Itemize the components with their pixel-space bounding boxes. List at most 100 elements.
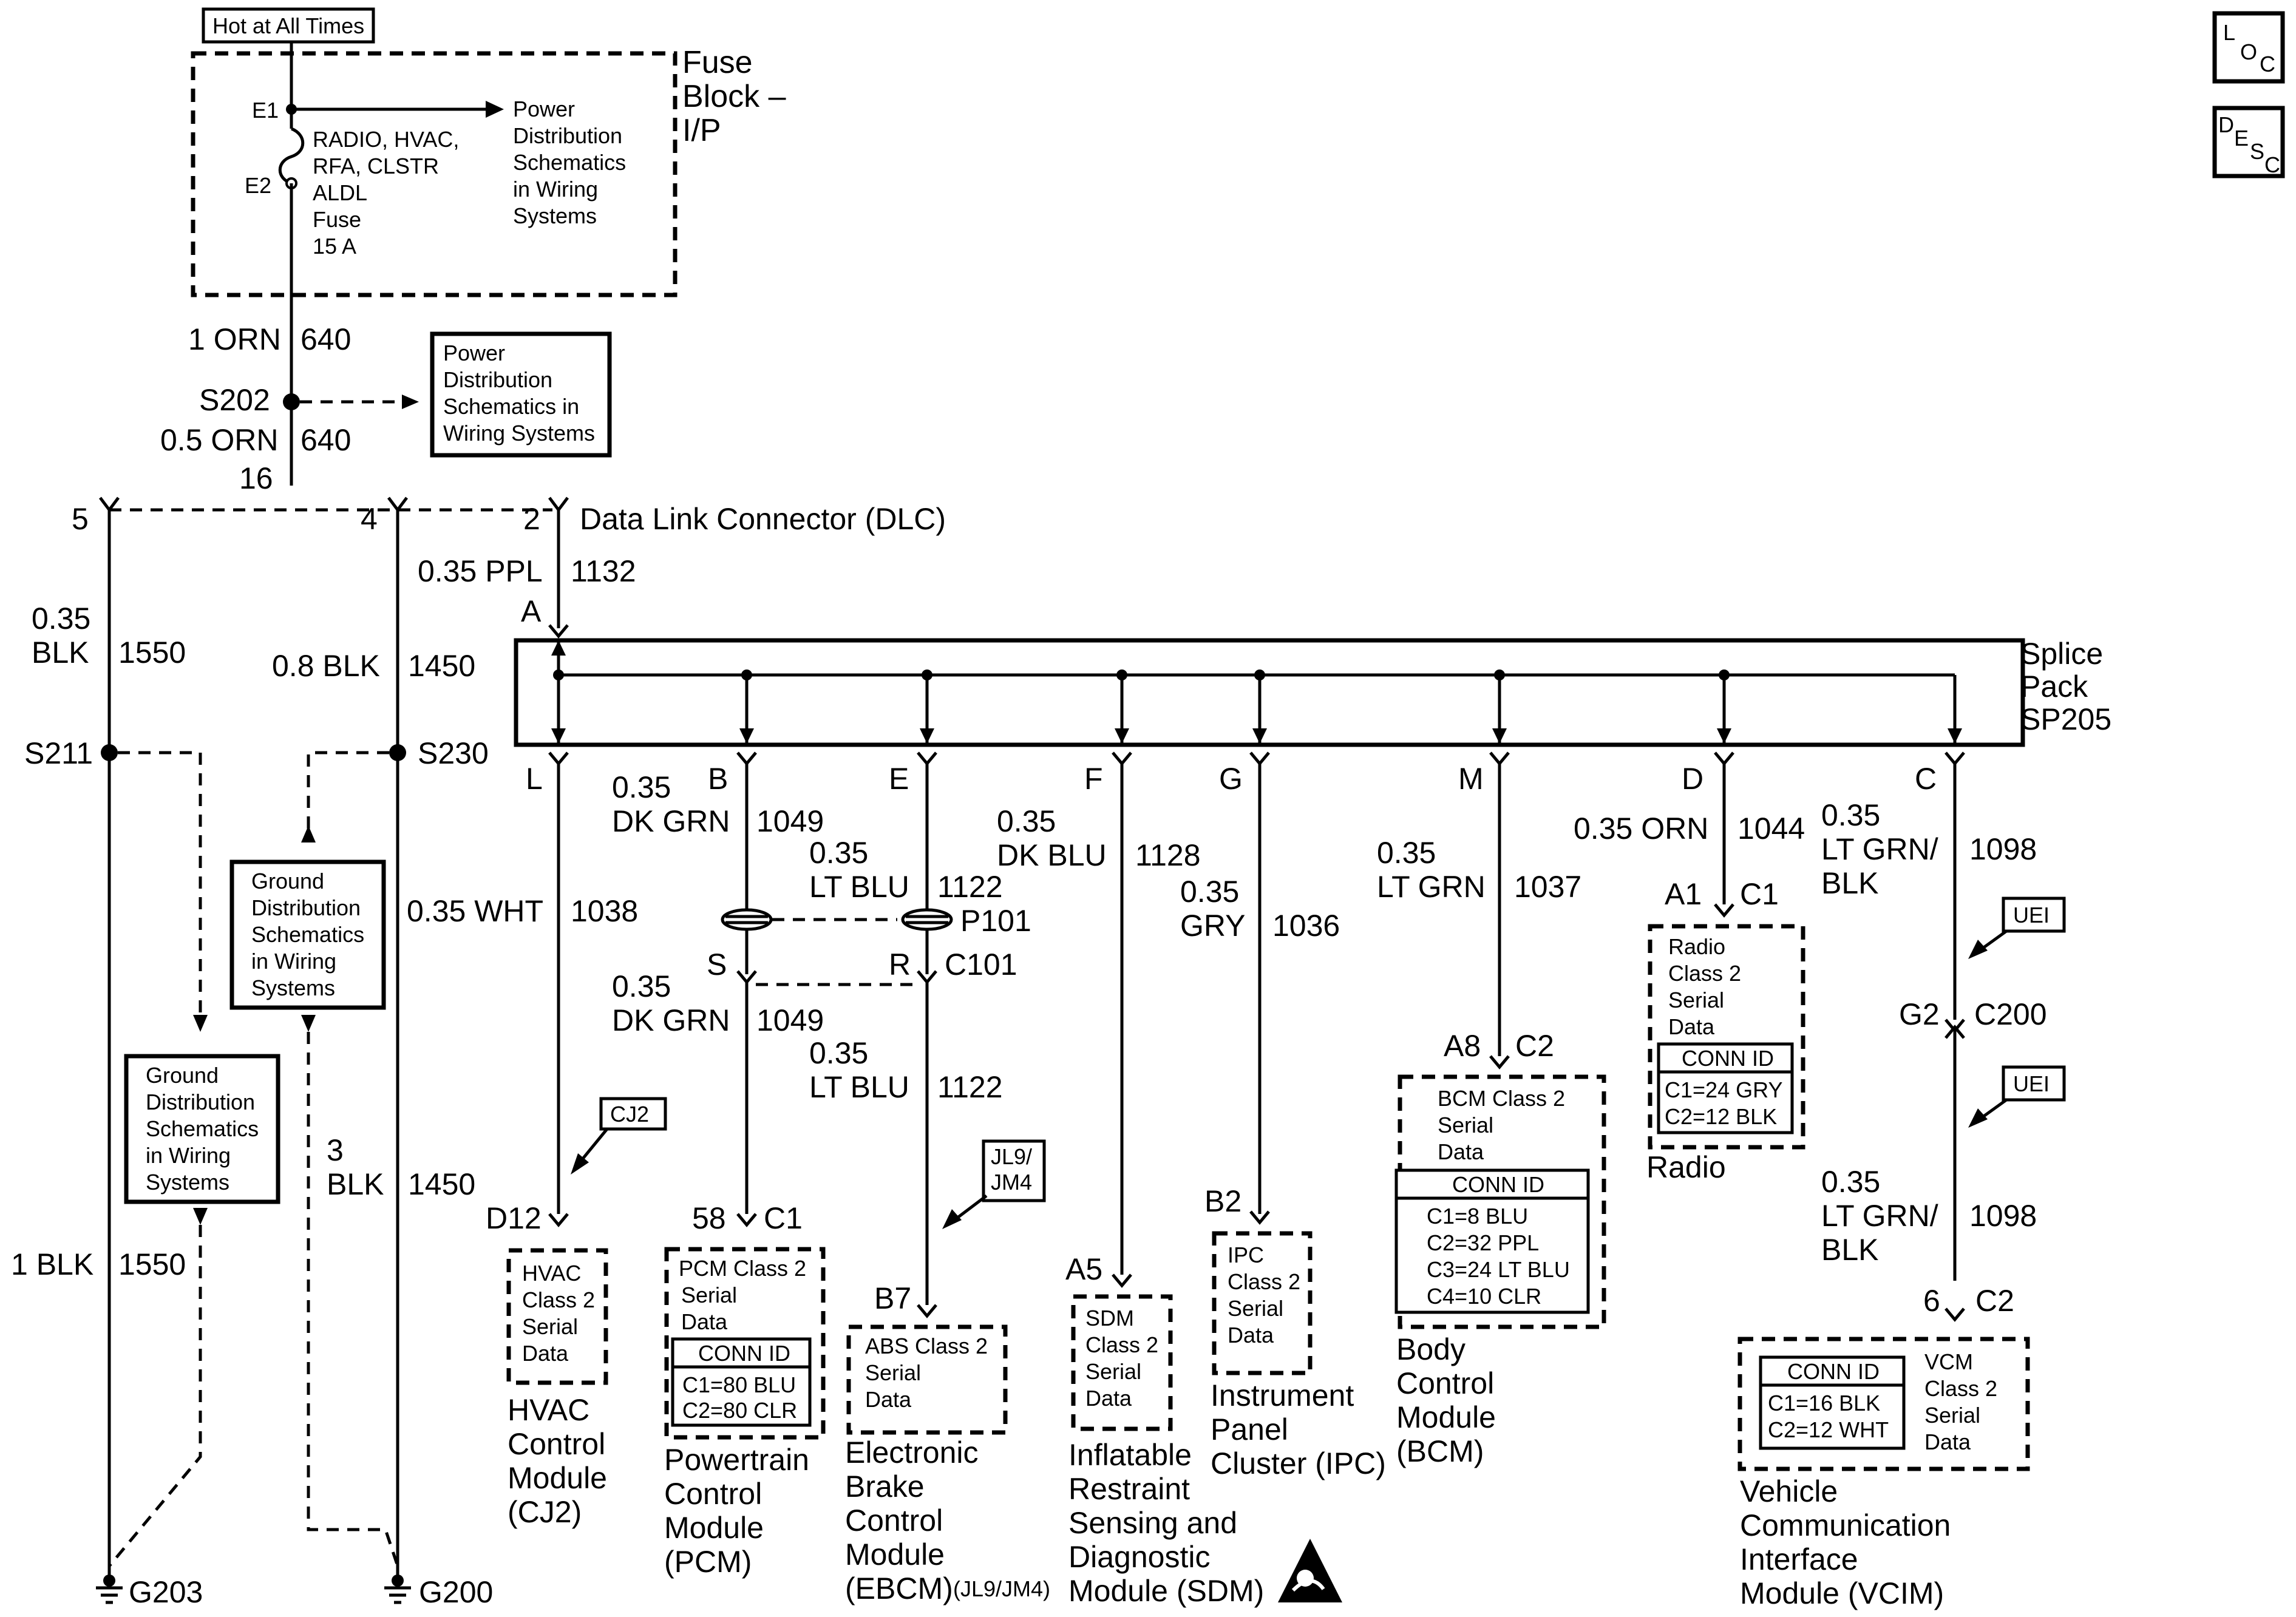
svg-text:CONN ID: CONN ID [698, 1341, 790, 1366]
wire-circuit: 1122 [937, 1070, 1003, 1104]
radio-module-box [1648, 924, 1805, 1150]
svg-text:Serial: Serial [865, 1360, 921, 1385]
svg-text:Class 2: Class 2 [1228, 1269, 1300, 1294]
svg-text:E: E [2234, 126, 2249, 151]
pin-f: F [1084, 762, 1103, 796]
svg-text:Ground: Ground [146, 1063, 219, 1088]
pin-s: S [707, 947, 727, 981]
wire-circuit: 1037 [1514, 870, 1581, 904]
wire-circuit: 1098 [1969, 832, 2037, 866]
connector-c1: C1 [1740, 877, 1779, 911]
desc-button[interactable]: D E S C [2212, 106, 2285, 178]
ipc-circuit: 0.35 GRY 1036 B2 IPC Class 2 Serial Data… [1180, 764, 1386, 1480]
module-name: Sensing and [1068, 1506, 1237, 1540]
fuse-block-title: Block – [682, 79, 786, 114]
wire-label: 0.35 [1821, 1165, 1880, 1199]
svg-text:Distribution: Distribution [251, 895, 361, 920]
wire-label: 0.35 PPL [418, 554, 543, 588]
splice-pack-label: Pack [2020, 670, 2088, 703]
wire-circuit: 640 [301, 423, 351, 457]
module-name: Control [508, 1427, 605, 1461]
e2-label: E2 [245, 173, 271, 198]
svg-text:Class 2: Class 2 [522, 1287, 595, 1312]
svg-text:JL9/: JL9/ [991, 1144, 1032, 1169]
fuse-label: 15 A [313, 234, 356, 259]
pcm-circuit: 0.35 DK GRN 1049 S 0.35 DK GRN 1049 58 C… [612, 764, 918, 1579]
svg-text:IPC: IPC [1228, 1242, 1264, 1267]
module-name: HVAC [508, 1393, 589, 1427]
ebcm-circuit: 0.35 LT BLU 1122 P101 R C101 0.35 LT BLU… [809, 764, 1050, 1605]
ebcm-module-box [846, 1324, 1008, 1435]
pin-m: M [1458, 762, 1484, 796]
bcm-module-box [1398, 1074, 1606, 1329]
wire-circuit: 640 [301, 322, 351, 356]
svg-text:Class 2: Class 2 [1924, 1376, 1997, 1401]
hot-at-all-times-box [202, 7, 375, 44]
pin-b: B [708, 762, 728, 796]
svg-text:Serial: Serial [1668, 988, 1724, 1012]
module-name: Communication [1740, 1508, 1951, 1542]
pcm-module-box [664, 1247, 826, 1440]
pin-a1: A1 [1665, 877, 1702, 911]
wire-label: BLK [327, 1167, 384, 1201]
svg-text:Distribution: Distribution [146, 1090, 255, 1114]
pin-c: C [1915, 762, 1937, 796]
wire-label: GRY [1180, 909, 1245, 943]
wire-circuit: 1098 [1969, 1199, 2037, 1233]
svg-text:Data: Data [1228, 1323, 1274, 1348]
module-name: Module [508, 1461, 607, 1495]
wire-circuit: 1122 [937, 870, 1003, 904]
svg-text:C2=12 WHT: C2=12 WHT [1768, 1417, 1889, 1442]
wire-label: 0.35 [809, 836, 868, 870]
pin-l: L [526, 762, 543, 796]
ground-icon [96, 1575, 123, 1604]
module-name: Panel [1211, 1412, 1288, 1446]
svg-text:C: C [2260, 52, 2275, 76]
svg-text:C2=80 CLR: C2=80 CLR [682, 1398, 797, 1423]
s202-dot [283, 393, 300, 410]
module-name: Module [664, 1511, 764, 1545]
wire-label: DK GRN [612, 804, 730, 838]
module-name: Module (VCIM) [1740, 1576, 1944, 1610]
svg-text:C1=80 BLU: C1=80 BLU [682, 1372, 796, 1397]
pin-6: 6 [1923, 1284, 1940, 1318]
wire-circuit: 1132 [571, 554, 636, 588]
wire-label: LT BLU [809, 1070, 909, 1104]
svg-text:Wiring Systems: Wiring Systems [443, 421, 595, 446]
connector-c2: C2 [1515, 1029, 1554, 1063]
hvac-circuit: 0.35 WHT 1038 CJ2 D12 HVAC Class 2 Seria… [407, 764, 667, 1529]
vcim-circuit: 0.35 LT GRN/ BLK 1098 UEI G2 C200 UEI 0.… [1737, 764, 2066, 1610]
pin-g: G [1219, 762, 1243, 796]
svg-text:HVAC: HVAC [522, 1261, 581, 1286]
loc-button[interactable]: L O C [2212, 11, 2285, 84]
module-name: Electronic [845, 1436, 979, 1470]
sdm-module-box [1071, 1294, 1173, 1431]
c101-label: C101 [945, 947, 1017, 981]
wire-label: 0.35 [1180, 875, 1239, 909]
sdm-circuit: 0.35 DK BLU 1128 A5 SDM Class 2 Serial D… [997, 764, 1342, 1608]
module-name: Module [845, 1537, 945, 1571]
fuse-block-border [191, 51, 678, 297]
wire-label: 0.35 [612, 969, 671, 1003]
svg-text:Ground: Ground [251, 869, 324, 893]
conn-id-table [1759, 1355, 1906, 1450]
svg-text:CONN ID: CONN ID [1787, 1359, 1880, 1384]
s202-label: S202 [199, 383, 270, 417]
svg-text:C: C [2264, 152, 2280, 177]
fuse-label: Fuse [313, 207, 361, 232]
g203-label: G203 [129, 1575, 203, 1609]
inline-connector-icon [901, 908, 953, 931]
wire-label: 1 ORN [188, 322, 281, 356]
fuse-block-title: I/P [682, 113, 721, 148]
splice-pack-border [514, 638, 2025, 747]
svg-text:Power: Power [443, 341, 505, 365]
wire-circuit: 1550 [118, 1247, 186, 1281]
module-name: (BCM) [1396, 1434, 1484, 1468]
wire-label: 0.35 [1821, 798, 1880, 832]
svg-text:C1=8 BLU: C1=8 BLU [1427, 1204, 1528, 1229]
g200-label: G200 [419, 1575, 493, 1609]
svg-text:Data: Data [1924, 1429, 1971, 1454]
wire-label: 0.5 ORN [160, 423, 279, 457]
fuse-label: RADIO, HVAC, [313, 127, 459, 152]
